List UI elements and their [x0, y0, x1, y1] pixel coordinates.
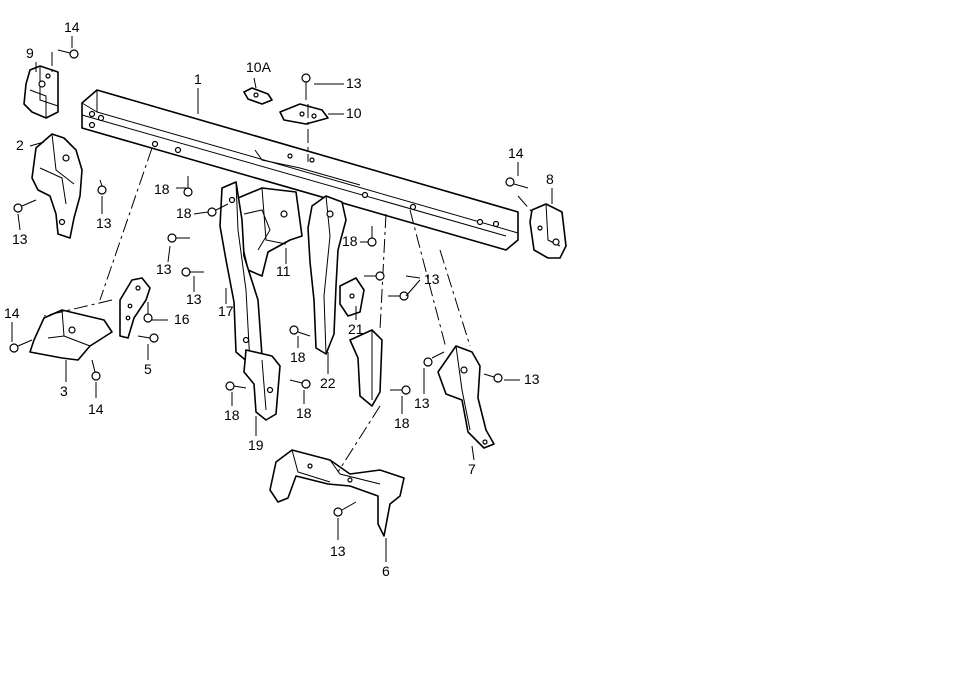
callout-13: 13: [346, 75, 362, 91]
callout-3: 3: [60, 383, 68, 399]
bracket-9: [23, 65, 59, 119]
callout-22: 22: [320, 375, 336, 391]
callout-18: 18: [342, 233, 358, 249]
bracket-19: [243, 349, 281, 421]
bolt-14-top: [57, 49, 79, 59]
callout-11: 11: [276, 263, 291, 279]
bolt-14-left: [9, 339, 33, 353]
leader-lines: [11, 36, 553, 562]
plate-10: [279, 103, 329, 125]
callout-2: 2: [16, 137, 24, 153]
bracket-2: [31, 133, 83, 239]
callout-18: 18: [154, 181, 170, 197]
callout-13: 13: [186, 291, 202, 307]
assembly-lines: [43, 52, 533, 473]
callout-5: 5: [144, 361, 152, 377]
callout-18: 18: [394, 415, 410, 431]
callout-7: 7: [468, 461, 476, 477]
bolt-13-h: [483, 373, 503, 383]
callout-13: 13: [156, 261, 172, 277]
callout-14: 14: [508, 145, 524, 161]
callout-19: 19: [248, 437, 264, 453]
bolt-13-left: [13, 199, 37, 213]
bolt-18-b: [207, 203, 229, 217]
callout-8: 8: [546, 171, 554, 187]
bracket-6: [269, 449, 405, 537]
callout-21: 21: [348, 321, 364, 337]
callout-9: 9: [26, 45, 34, 61]
callout-10a: 10A: [246, 59, 272, 75]
callout-18: 18: [290, 349, 306, 365]
callout-17: 17: [218, 303, 234, 319]
bolt-13-d: [181, 267, 204, 277]
callout-13: 13: [424, 271, 440, 287]
callout-labels: 14 9 1 10A 13 10 2 14 8 18 18 13 13 18 1…: [4, 19, 554, 579]
fasteners: [9, 49, 529, 517]
callout-16: 16: [174, 311, 190, 327]
callout-13: 13: [96, 215, 112, 231]
callout-6: 6: [382, 563, 390, 579]
bolt-13-f: [388, 291, 409, 301]
bolt-18-f: [289, 379, 311, 389]
bolt-18-d: [289, 325, 311, 337]
cross-beam: [81, 89, 519, 251]
bolt-13-g: [423, 351, 445, 367]
bolt-13-bottom: [333, 501, 357, 517]
callout-14: 14: [88, 401, 104, 417]
callout-13: 13: [414, 395, 430, 411]
bracket-11: [237, 187, 303, 277]
bolt-13-top: [301, 73, 311, 96]
clip-10a: [243, 87, 273, 105]
bolt-18-c: [367, 226, 377, 247]
pedal-22: [307, 195, 347, 355]
callout-1: 1: [194, 71, 202, 87]
callout-18: 18: [296, 405, 312, 421]
bracket-7: [437, 345, 495, 449]
bolt-13-c: [167, 233, 190, 243]
bolt-14-low: [91, 359, 101, 381]
callout-18: 18: [224, 407, 240, 423]
callout-14: 14: [64, 19, 80, 35]
callout-10: 10: [346, 105, 362, 121]
bolt-13-left-b: [97, 179, 107, 195]
bolt-18-g: [390, 385, 411, 395]
bolt-5: [137, 333, 159, 343]
bracket-5: [119, 277, 151, 339]
bolt-14-right: [505, 177, 529, 189]
bolt-16: [143, 302, 153, 323]
callout-13: 13: [524, 371, 540, 387]
bracket-8: [529, 203, 567, 259]
bracket-21: [339, 277, 383, 407]
callout-13: 13: [12, 231, 28, 247]
callout-18: 18: [176, 205, 192, 221]
bolt-13-e: [364, 271, 385, 281]
callout-14: 14: [4, 305, 20, 321]
callout-13: 13: [330, 543, 346, 559]
mount-3: [29, 309, 113, 361]
bolt-18-e: [225, 381, 247, 391]
bolt-18-a: [183, 176, 193, 197]
